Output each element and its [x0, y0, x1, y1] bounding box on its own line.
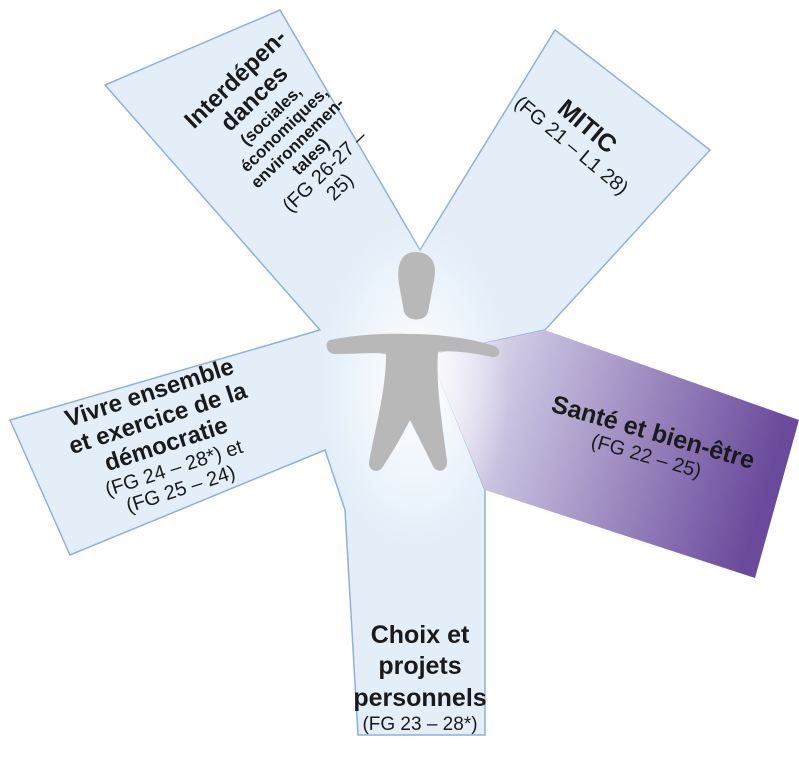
health-arm — [430, 330, 799, 578]
person-figure-icon — [326, 252, 500, 471]
choix-ref: (FG 23 – 28*) — [362, 713, 478, 735]
choix-title-3: personnels — [353, 683, 487, 712]
choix-title-2: projets — [378, 652, 462, 681]
arm-label-choix: Choix et projets personnels (FG 23 – 28*… — [320, 620, 520, 735]
choix-title-1: Choix et — [370, 621, 470, 649]
